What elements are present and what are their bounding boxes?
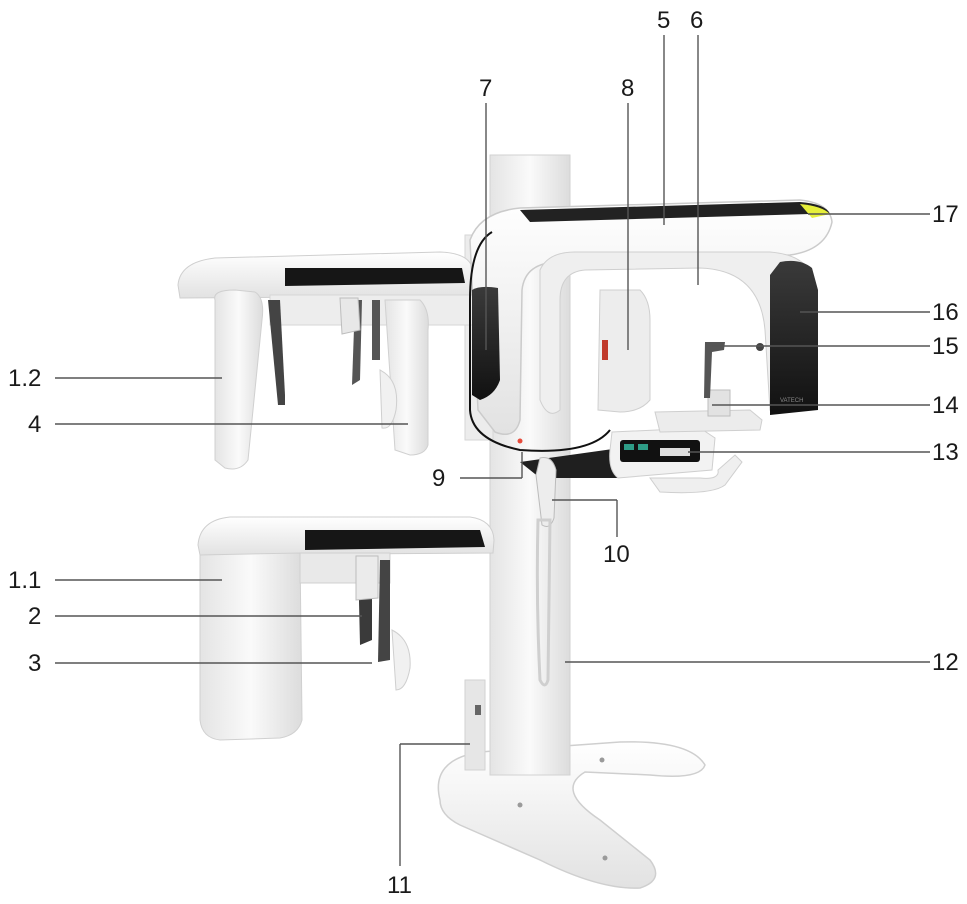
callout-14: 14 <box>932 392 959 419</box>
callout-10: 10 <box>603 541 630 568</box>
callout-1-1: 1.1 <box>8 567 41 594</box>
callout-4: 4 <box>28 411 41 438</box>
callout-9: 9 <box>432 465 445 492</box>
callout-13: 13 <box>932 439 959 466</box>
callout-3: 3 <box>28 650 41 677</box>
leader-lines <box>55 35 930 866</box>
callout-6: 6 <box>690 7 703 34</box>
callout-2: 2 <box>28 603 41 630</box>
callout-8: 8 <box>621 75 634 102</box>
callout-15: 15 <box>932 333 959 360</box>
callout-16: 16 <box>932 299 959 326</box>
brand-mark: VATECH <box>780 398 803 404</box>
patient-positioner <box>517 342 764 687</box>
main-head: VATECH <box>469 199 833 452</box>
callout-17: 17 <box>932 201 959 228</box>
callout-7: 7 <box>479 75 492 102</box>
base-foot <box>437 741 706 889</box>
callout-11: 11 <box>387 872 412 899</box>
callout-12: 12 <box>932 649 959 676</box>
ceph-lower-unit <box>197 516 495 741</box>
callout-5: 5 <box>657 7 670 34</box>
ceph-upper-unit <box>177 251 491 470</box>
callout-labels: 1.2 4 1.1 2 3 5 6 7 8 9 10 11 12 13 14 1… <box>8 7 959 899</box>
callout-1-2: 1.2 <box>8 365 41 392</box>
